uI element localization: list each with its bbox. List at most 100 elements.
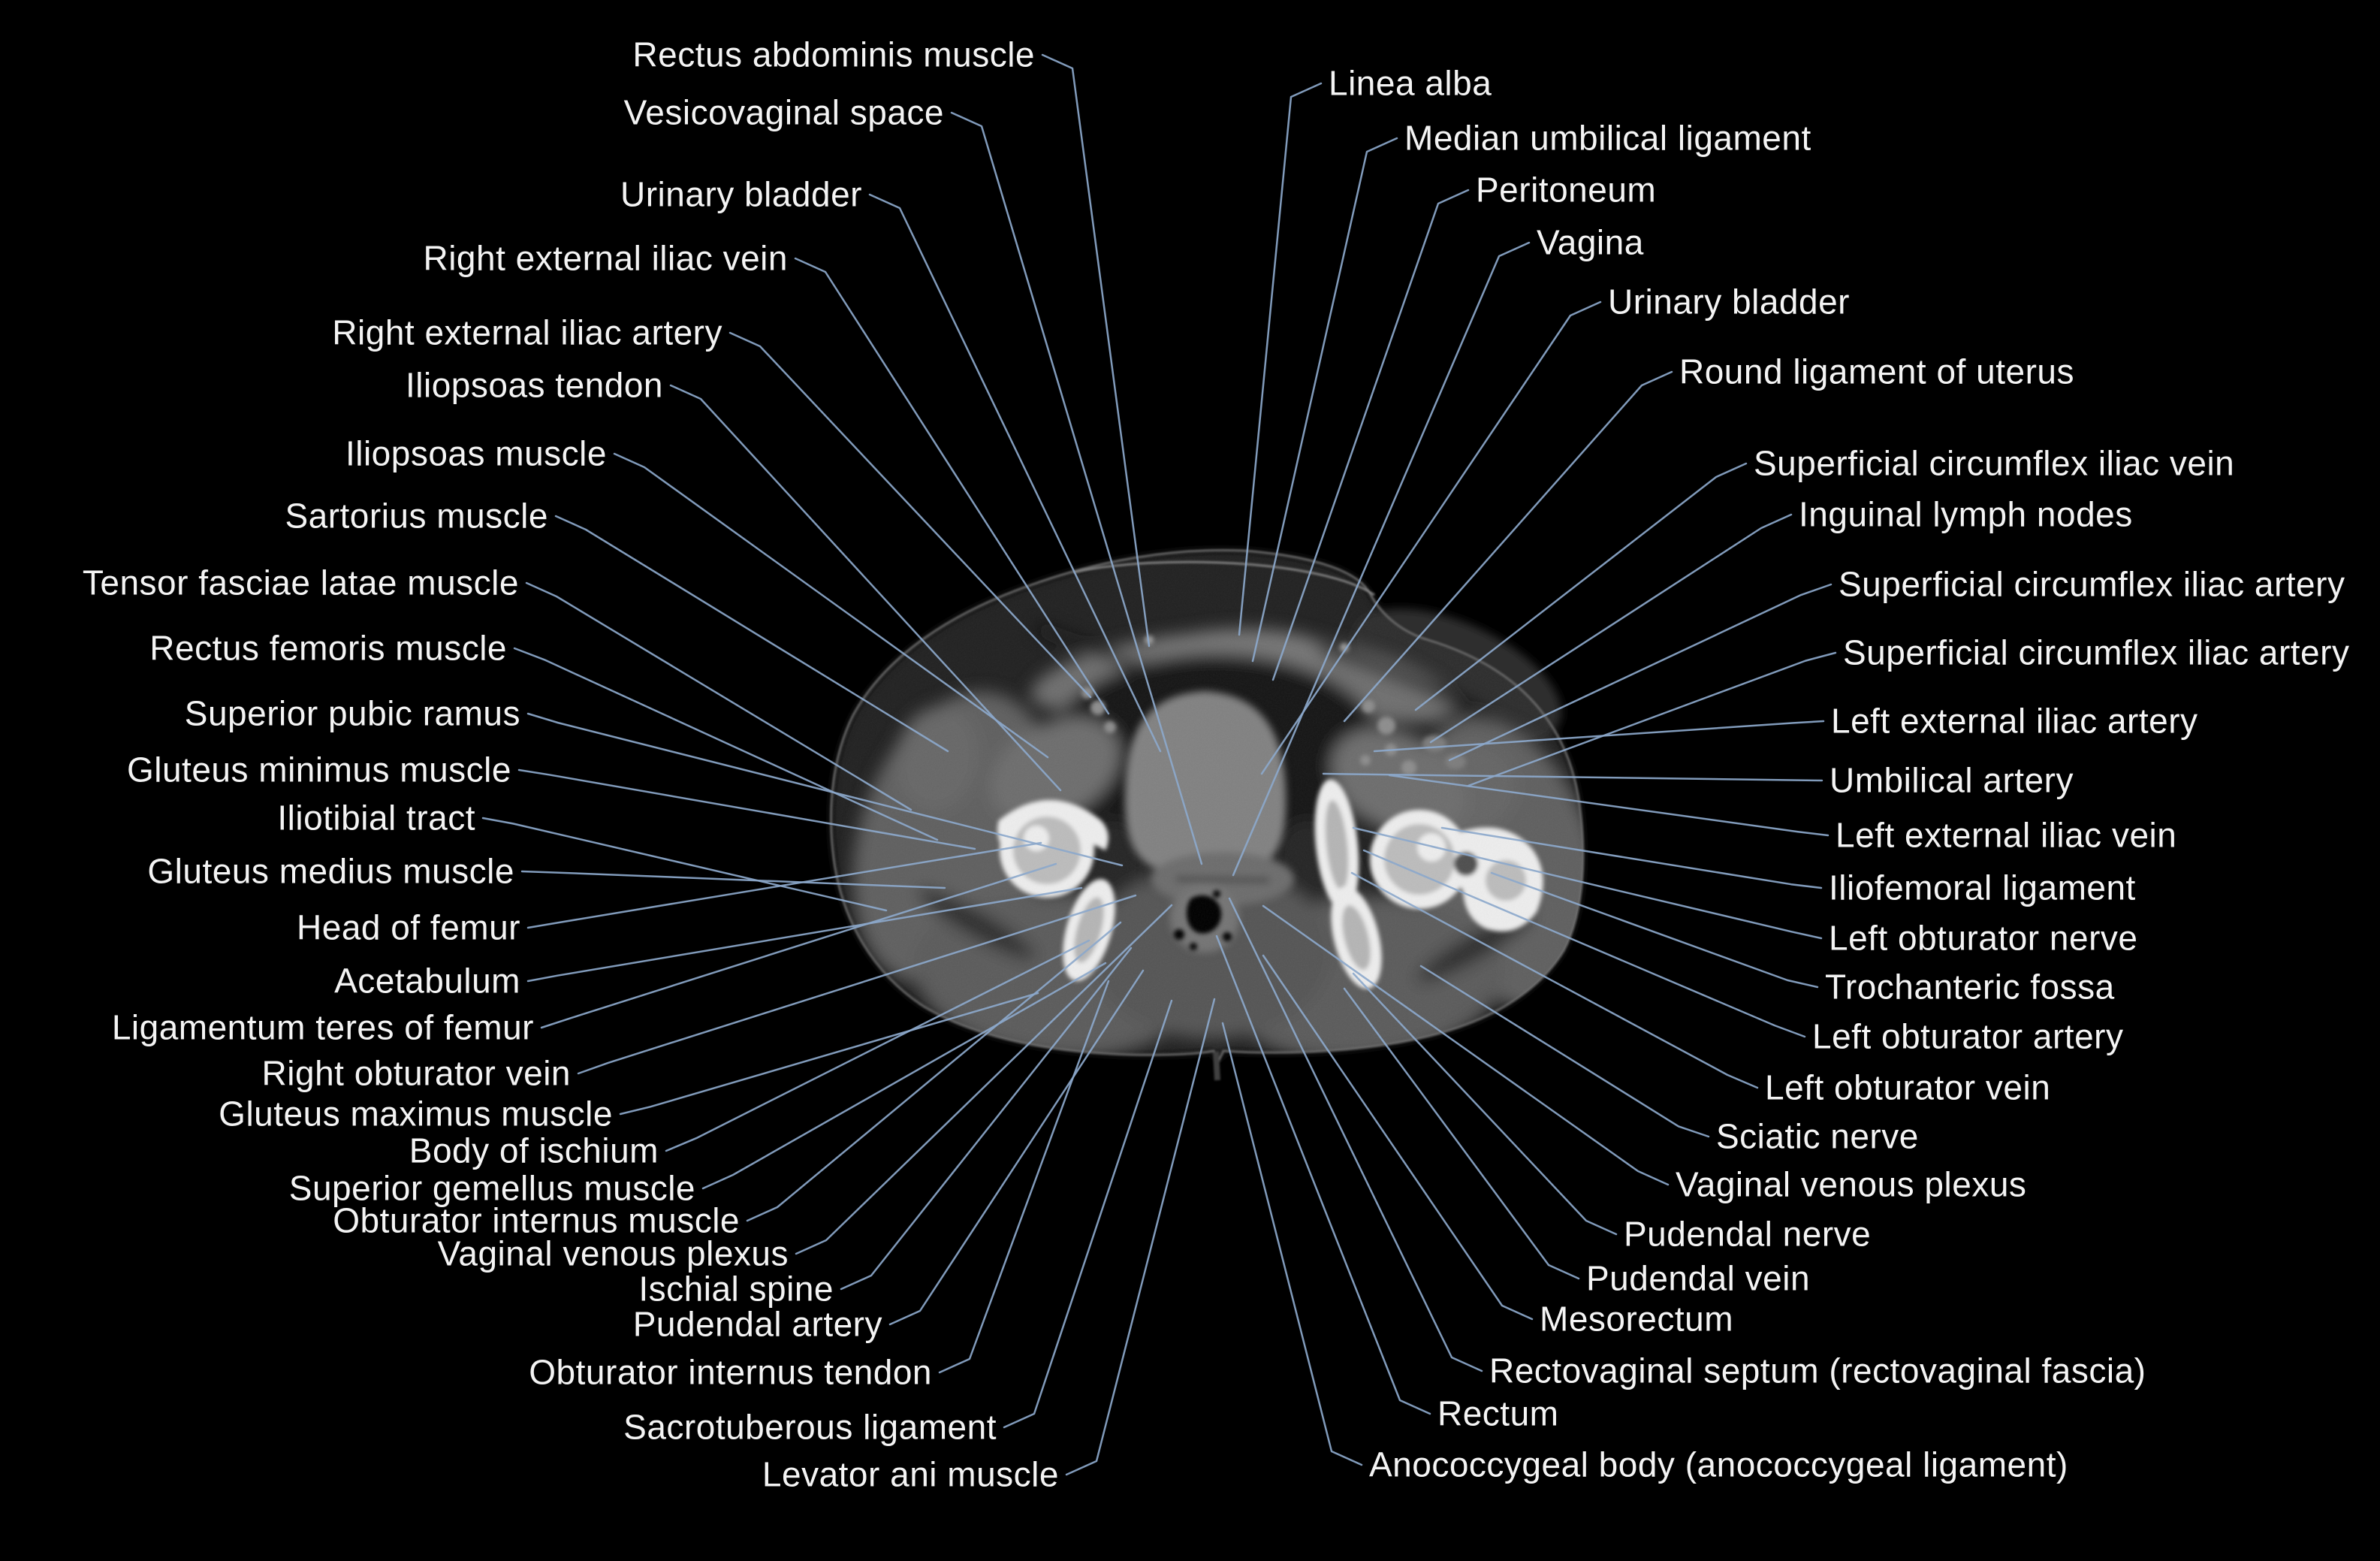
leader-line bbox=[1003, 999, 1173, 1429]
leader-line bbox=[1260, 300, 1602, 775]
leader-line bbox=[1429, 513, 1793, 744]
anatomy-label: Median umbilical ligament bbox=[1404, 118, 1811, 158]
leader-line bbox=[746, 921, 1122, 1222]
anatomy-label: Sartorius muscle bbox=[285, 496, 548, 536]
anatomy-label: Anococcygeal body (anococcygeal ligament… bbox=[1369, 1445, 2068, 1484]
anatomy-label: Urinary bladder bbox=[620, 174, 862, 214]
anatomy-label: Superior gemellus muscle bbox=[288, 1168, 695, 1208]
anatomy-label: Sacrotuberous ligament bbox=[623, 1407, 997, 1447]
anatomy-label: Iliopsoas muscle bbox=[345, 433, 607, 473]
anatomy-label: Vesicovaginal space bbox=[623, 92, 944, 132]
anatomy-label: Pudendal vein bbox=[1586, 1258, 1811, 1298]
anatomy-label: Tensor fasciae latae muscle bbox=[82, 563, 519, 602]
anatomy-label: Right obturator vein bbox=[261, 1053, 571, 1093]
anatomy-label: Sciatic nerve bbox=[1716, 1116, 1919, 1156]
anatomy-label: Superficial circumflex iliac artery bbox=[1843, 633, 2350, 672]
anatomy-label: Rectus femoris muscle bbox=[149, 628, 507, 668]
anatomy-label: Inguinal lymph nodes bbox=[1799, 494, 2133, 534]
anatomy-label: Umbilical artery bbox=[1829, 760, 2074, 800]
leader-line bbox=[1232, 241, 1531, 877]
leader-line bbox=[1352, 972, 1618, 1236]
leader-line bbox=[868, 193, 1162, 753]
anatomy-label: Mesorectum bbox=[1540, 1299, 1734, 1339]
anatomy-label: Rectovaginal septum (rectovaginal fascia… bbox=[1489, 1351, 2146, 1390]
leader-line bbox=[1343, 987, 1580, 1280]
anatomy-label: Rectus abdominis muscle bbox=[632, 35, 1035, 74]
anatomy-label: Left obturator artery bbox=[1812, 1016, 2124, 1056]
anatomy-label: Gluteus maximus muscle bbox=[219, 1094, 613, 1134]
leader-line bbox=[1228, 897, 1483, 1372]
leader-line bbox=[517, 768, 976, 850]
leader-line bbox=[701, 962, 1107, 1190]
anatomy-label: Left obturator nerve bbox=[1829, 918, 2138, 958]
leader-line bbox=[1041, 53, 1151, 648]
anatomy-label: Acetabulum bbox=[334, 961, 520, 1001]
anatomy-label: Iliotibial tract bbox=[277, 798, 475, 838]
leader-line bbox=[1362, 849, 1806, 1038]
anatomy-label: Pudendal artery bbox=[632, 1304, 882, 1344]
anatomy-label: Vaginal venous plexus bbox=[437, 1233, 789, 1273]
anatomy-label: Gluteus medius muscle bbox=[147, 851, 514, 891]
leader-line bbox=[1343, 370, 1673, 723]
leader-line bbox=[1238, 82, 1323, 636]
anatomy-label: Right external iliac vein bbox=[423, 238, 788, 278]
leader-line bbox=[1388, 774, 1829, 837]
leader-line bbox=[1467, 651, 1837, 787]
anatomy-label: Vagina bbox=[1537, 222, 1644, 262]
leader-line bbox=[526, 841, 1042, 929]
leader-line bbox=[1262, 904, 1670, 1186]
leader-line bbox=[665, 939, 1090, 1152]
leader-line bbox=[794, 257, 1110, 715]
anatomy-label: Obturator internus tendon bbox=[529, 1352, 932, 1392]
leader-line bbox=[1065, 998, 1216, 1476]
anatomy-label: Left external iliac vein bbox=[1836, 815, 2177, 855]
anatomy-label: Iliopsoas tendon bbox=[405, 365, 663, 405]
anatomy-label: Iliofemoral ligament bbox=[1829, 868, 2136, 907]
leader-line bbox=[1350, 871, 1759, 1089]
anatomy-label: Body of ischium bbox=[409, 1131, 659, 1170]
anatomy-label: Urinary bladder bbox=[1608, 282, 1850, 322]
leader-line bbox=[795, 904, 1173, 1255]
leader-line bbox=[1322, 772, 1823, 782]
anatomy-label: Left obturator vein bbox=[1765, 1067, 2051, 1107]
anatomy-label: Right external iliac artery bbox=[332, 313, 722, 352]
anatomy-label: Gluteus minimus muscle bbox=[126, 750, 511, 790]
anatomy-label: Obturator internus muscle bbox=[333, 1200, 740, 1240]
leader-line bbox=[1215, 934, 1431, 1415]
anatomy-label: Ligamentum teres of femur bbox=[111, 1007, 534, 1047]
anatomy-label: Rectum bbox=[1437, 1393, 1559, 1433]
leader-line bbox=[554, 515, 949, 753]
anatomy-label: Head of femur bbox=[297, 907, 520, 947]
leader-line bbox=[1251, 137, 1398, 663]
leader-line bbox=[840, 947, 1133, 1291]
leader-line bbox=[1262, 954, 1534, 1321]
anatomy-label: Left external iliac artery bbox=[1831, 701, 2198, 741]
anatomy-label: Pudendal nerve bbox=[1624, 1214, 1872, 1254]
anatomy-label: Trochanteric fossa bbox=[1825, 967, 2115, 1007]
leader-line bbox=[1352, 826, 1823, 940]
leader-line bbox=[1419, 965, 1710, 1138]
anatomy-label: Round ligament of uterus bbox=[1679, 352, 2074, 391]
leader-line bbox=[888, 969, 1145, 1326]
anatomy-label: Levator ani muscle bbox=[762, 1454, 1059, 1494]
leader-lines-layer bbox=[481, 53, 1837, 1476]
ct-body-cross-section bbox=[830, 548, 1585, 1081]
leader-line bbox=[513, 647, 939, 841]
leader-line bbox=[950, 111, 1203, 865]
anatomy-label: Vaginal venous plexus bbox=[1676, 1164, 2027, 1204]
anatomy-label: Superficial circumflex iliac vein bbox=[1754, 443, 2235, 483]
anatomy-label: Linea alba bbox=[1329, 63, 1492, 103]
leader-line bbox=[526, 886, 1083, 983]
leader-line bbox=[938, 980, 1110, 1374]
leader-line bbox=[540, 862, 1057, 1029]
anatomy-label: Superficial circumflex iliac artery bbox=[1839, 564, 2345, 604]
leader-line bbox=[525, 581, 912, 811]
leader-line bbox=[1448, 583, 1833, 762]
leader-line bbox=[1373, 720, 1825, 753]
leader-line bbox=[1414, 462, 1748, 711]
leader-line bbox=[613, 452, 1049, 759]
leader-line bbox=[1221, 1022, 1363, 1466]
